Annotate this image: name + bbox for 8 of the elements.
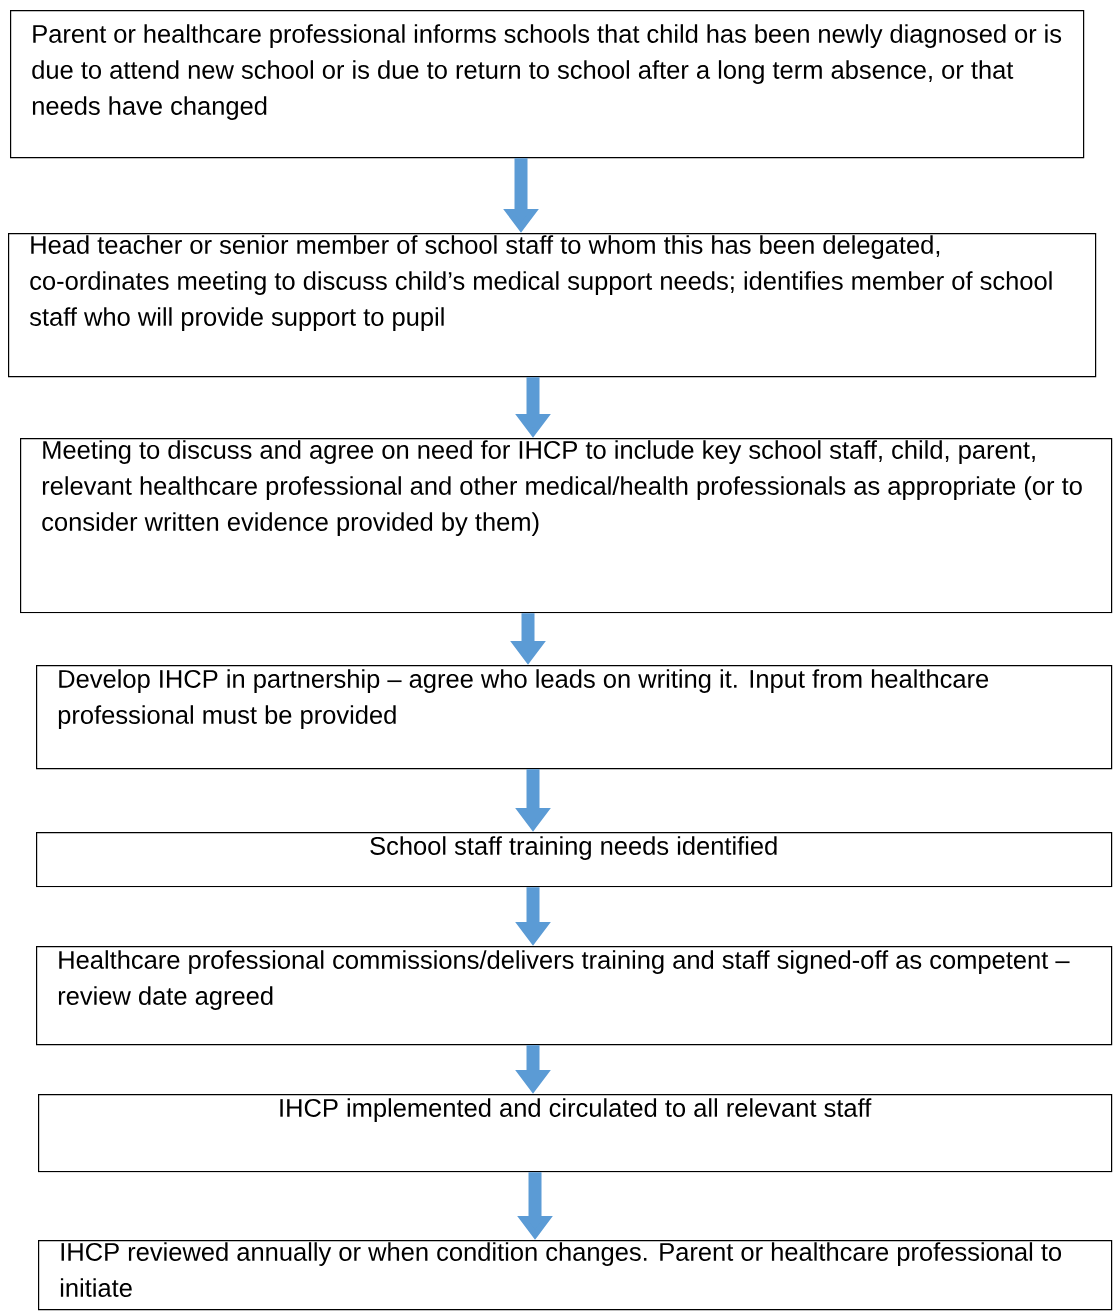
- process-box: Parent or healthcare professional informs schools that child has been newly diagnosed or is due to attend new school or is due to return to school after a long term absence, or that needs have changed: [10, 10, 1085, 159]
- process-box: Meeting to discuss and agree on need for IHCP to include key school staff, child, parent, relevant healthcare professional and other medical/health professionals as appropriate (or to consider written evidence provided by them): [20, 438, 1113, 614]
- process-box: School staff training needs identified: [36, 832, 1113, 888]
- process-box: Healthcare professional commissions/delivers training and staff signed-off as competent – review date agreed: [36, 946, 1113, 1046]
- process-box: IHCP implemented and circulated to all relevant staff: [38, 1094, 1113, 1173]
- process-box: Head teacher or senior member of school staff to whom this has been delegated, co-ordinates meeting to discuss child’s medical support needs; identifies member of school staff who will provide support to pupil: [8, 233, 1097, 378]
- process-box: IHCP reviewed annually or when condition changes. Parent or healthcare professional to initiate: [38, 1240, 1113, 1311]
- process-box: Develop IHCP in partnership – agree who leads on writing it. Input from healthcare professional must be provided: [36, 665, 1113, 770]
